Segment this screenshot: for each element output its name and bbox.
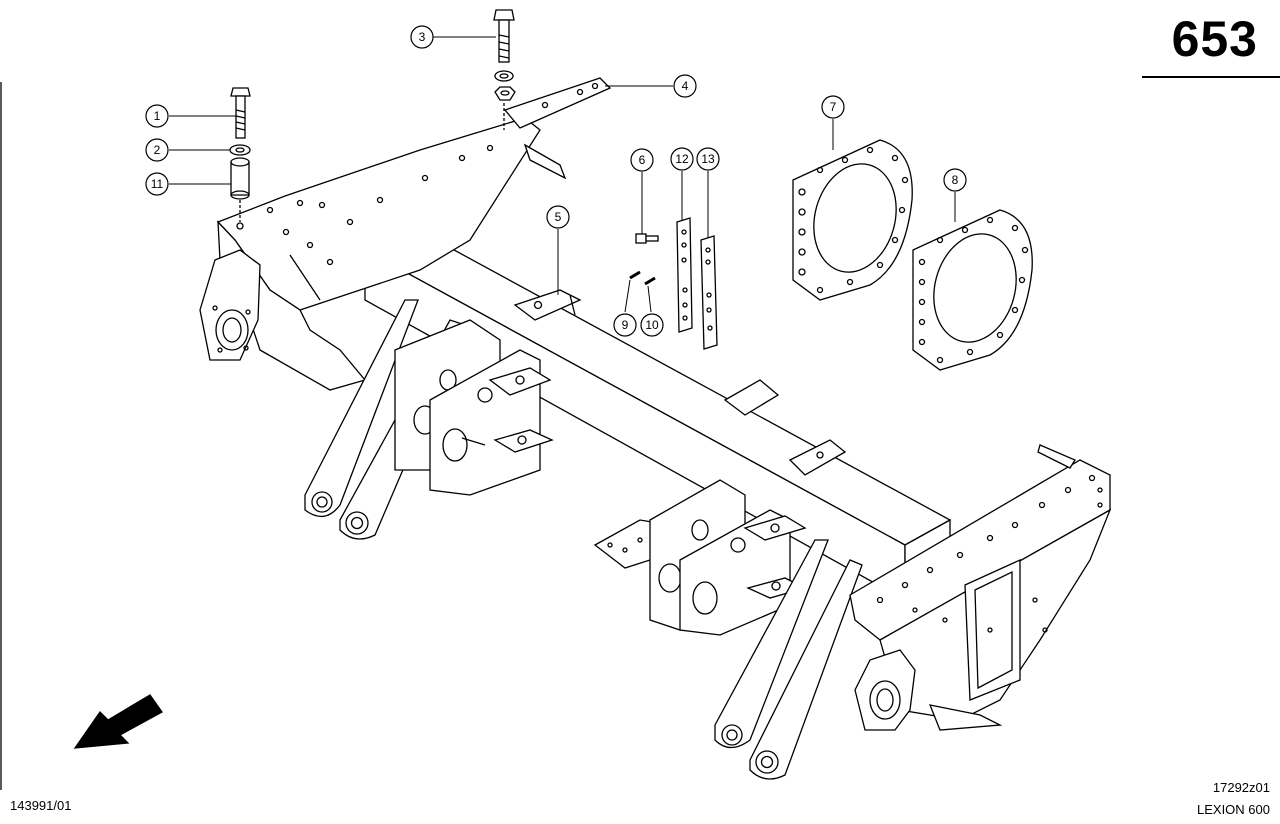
page-number: 653 (1171, 11, 1258, 67)
callout-leaders (169, 36, 956, 313)
part-9-10-pins (629, 270, 656, 286)
left-side-plate (199, 117, 541, 391)
right-lift-arm-inner (749, 559, 863, 780)
part-11-sleeve (230, 157, 250, 222)
part-6-screw (635, 233, 659, 244)
footer-left-code: 143991/01 (10, 798, 72, 813)
part-2-washer (229, 144, 251, 156)
part-3-bolt (493, 9, 516, 130)
direction-arrow-icon (73, 694, 163, 749)
right-lift-arm-outer (714, 539, 829, 749)
page-number-rule (1142, 76, 1280, 78)
part-8-gasket-plate (912, 209, 1033, 371)
left-pivot-lugs (488, 367, 554, 453)
upper-bracket-arm (503, 77, 612, 180)
center-lug-5 (513, 289, 582, 321)
right-side-frame (849, 444, 1112, 731)
right-pivot-lugs (743, 515, 807, 599)
right-mounting-bracket (649, 479, 791, 636)
center-tab-lower (788, 439, 847, 476)
part-7-gasket-plate (792, 139, 913, 301)
part-1-bolt (230, 87, 251, 139)
center-tab-small (723, 379, 780, 416)
part-13-shim-strip (700, 235, 718, 350)
footer-model: LEXION 600 (1197, 802, 1270, 817)
part-12-shim-strip (676, 217, 693, 333)
footer-right-code: 17292z01 (1212, 780, 1270, 795)
left-lift-arm-outer (304, 299, 419, 517)
